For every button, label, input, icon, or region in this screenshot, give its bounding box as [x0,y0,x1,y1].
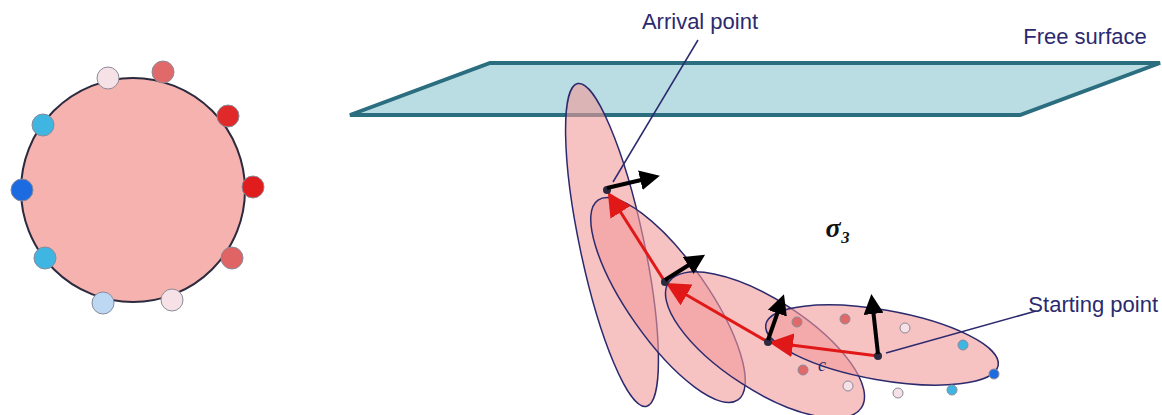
centre-label: c [818,356,826,376]
edge-dots [792,314,999,398]
callout-label: Arrival point [642,10,758,34]
callout-label: Starting point [1028,293,1158,317]
free-surface-plane [350,63,1160,115]
fracture-disc [11,61,264,314]
stress-symbol: σ₃ [826,213,851,244]
stress-arrows [607,177,878,354]
path-points [603,186,882,360]
propagation-path [611,197,878,356]
leader-lines [613,40,1036,353]
crack-ellipses [546,77,1004,415]
surface-label: Free surface [1023,25,1147,49]
